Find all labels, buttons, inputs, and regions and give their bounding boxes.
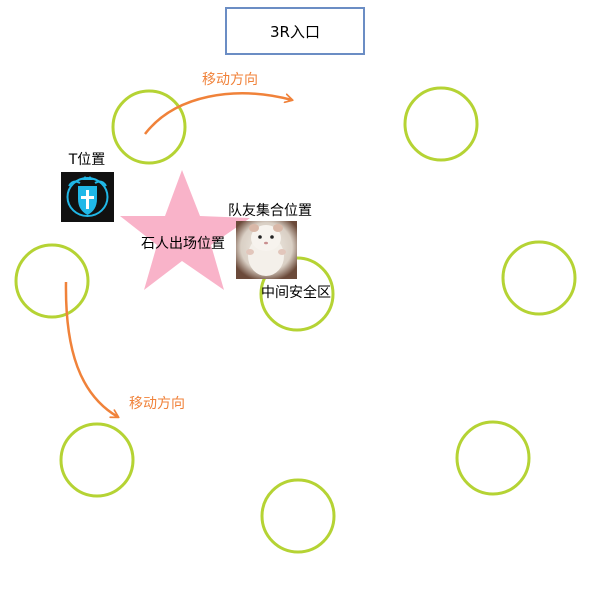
- hamster-avatar-icon: [236, 221, 297, 279]
- tank-position-label: T位置: [68, 152, 106, 168]
- circle-top-right: [403, 86, 479, 162]
- circle-bottom-right: [455, 420, 531, 496]
- safe-zone-label: 中间安全区: [261, 284, 331, 301]
- move-direction-top-label: 移动方向: [202, 72, 258, 88]
- circle-left: [14, 243, 90, 319]
- entrance-label: 3R入口: [270, 23, 320, 41]
- tank-shield-icon: [61, 172, 114, 222]
- team-gather-label: 队友集合位置: [228, 202, 312, 219]
- circle-bottom: [260, 478, 336, 554]
- circle-right: [501, 240, 577, 316]
- stone-spawn-star: [120, 170, 250, 290]
- position-circles: [14, 86, 577, 554]
- circle-top-left: [111, 89, 187, 165]
- entrance-box: 3R入口: [225, 7, 365, 55]
- move-arrow-top: [144, 92, 294, 135]
- move-direction-left-label: 移动方向: [129, 396, 185, 412]
- move-arrow-left: [64, 281, 120, 419]
- stone-spawn-label: 石人出场位置: [141, 236, 225, 252]
- circle-bottom-left: [59, 422, 135, 498]
